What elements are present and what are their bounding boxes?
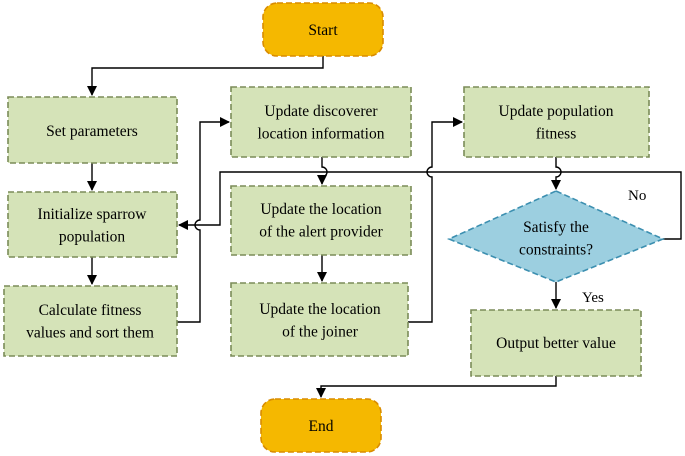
- calculate-box: Calculate fitness values and sort them: [3, 285, 178, 357]
- node-label-line: Output better value: [496, 335, 616, 352]
- edges: [87, 56, 682, 398]
- set-parameters-text: Set parameters: [46, 123, 138, 140]
- update-discoverer-box: Update discoverer location information: [230, 86, 412, 158]
- update-joiner-box: Update the location of the joiner: [230, 282, 409, 357]
- node-label-line: End: [309, 418, 334, 435]
- set-parameters-box: Set parameters: [7, 96, 178, 164]
- node-label-line: Update the location: [260, 201, 382, 218]
- edge-fitness-to-decision: [551, 157, 562, 190]
- node-label-line: of the joiner: [282, 323, 359, 340]
- node-label-line: fitness: [536, 125, 576, 142]
- decision-diamond: Satisfy the constraints?: [446, 190, 666, 283]
- node-label-line: constraints?: [519, 241, 593, 258]
- initialize-box: Initialize sparrow population: [7, 191, 178, 258]
- end-terminal: End: [260, 398, 382, 453]
- node-label-line: Start: [308, 22, 338, 39]
- node-label-line: Update the location: [259, 301, 381, 318]
- node-label-line: of the alert provider: [259, 223, 383, 240]
- end-text: End: [309, 418, 334, 435]
- node-label-line: Update population: [499, 103, 614, 120]
- node-label-line: Calculate fitness: [39, 302, 142, 319]
- update-joiner-text: Update the location of the joiner: [259, 301, 381, 340]
- no-label: No: [628, 188, 646, 204]
- update-fitness-box: Update population fitness: [463, 86, 650, 158]
- decision-text: Satisfy the constraints?: [519, 219, 593, 258]
- update-alert-text: Update the location of the alert provider: [259, 201, 383, 240]
- start-text: Start: [308, 22, 338, 39]
- edge-discoverer-to-alert: [317, 157, 328, 185]
- start-terminal: Start: [262, 2, 384, 57]
- update-discoverer-text: Update discoverer location information: [258, 103, 385, 142]
- yes-label: Yes: [582, 290, 604, 306]
- update-alert-box: Update the location of the alert provider: [230, 185, 412, 256]
- initialize-text: Initialize sparrow population: [38, 206, 148, 245]
- node-label-line: location information: [258, 125, 385, 142]
- output-text: Output better value: [496, 335, 616, 352]
- edge-output-to-end: [316, 376, 557, 398]
- update-fitness-text: Update population fitness: [499, 103, 614, 142]
- node-label-line: population: [59, 228, 126, 245]
- calculate-text: Calculate fitness values and sort them: [26, 302, 154, 341]
- edge-start-to-set-parameters: [87, 56, 324, 96]
- node-label-line: values and sort them: [26, 324, 154, 341]
- edge-decision-no-loop: [178, 171, 682, 240]
- node-label-line: Update discoverer: [264, 103, 378, 120]
- node-label-line: Satisfy the: [523, 219, 589, 236]
- edge-calculate-to-discoverer: [177, 117, 230, 323]
- node-label-line: Initialize sparrow: [38, 206, 148, 223]
- edge-joiner-to-fitness: [408, 117, 463, 323]
- node-label-line: Set parameters: [46, 123, 138, 140]
- output-box: Output better value: [470, 309, 642, 377]
